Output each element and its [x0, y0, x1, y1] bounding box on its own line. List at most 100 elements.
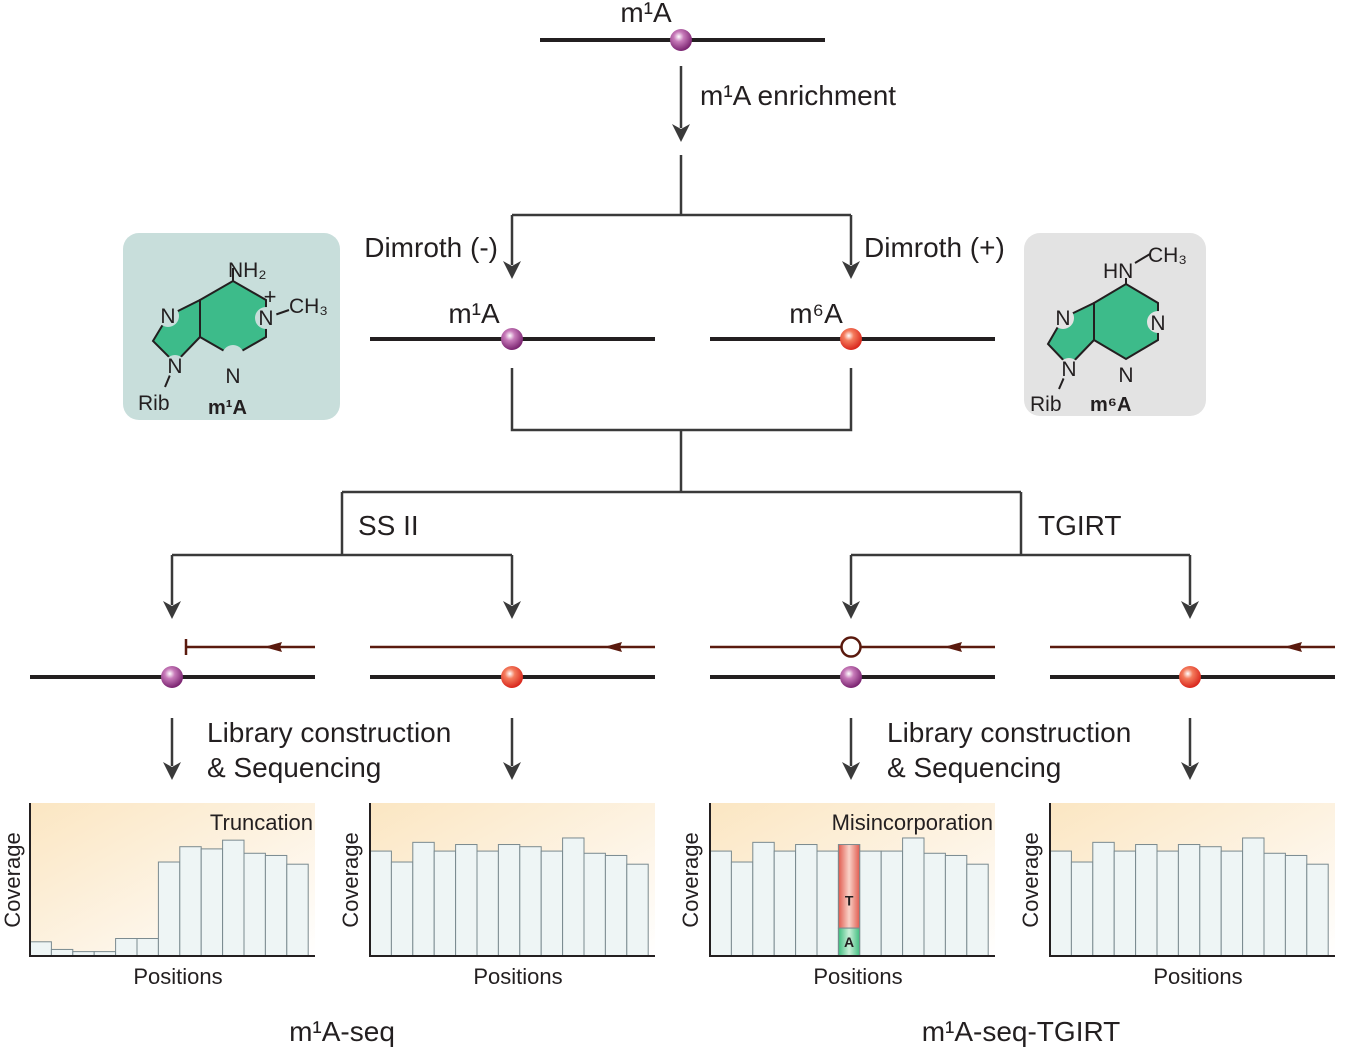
misincorporation-bar: TA [837, 844, 861, 957]
mis-top-letter: T [845, 892, 854, 908]
coverage-bar [1070, 861, 1094, 957]
m6a-n9: N [1061, 358, 1076, 381]
coverage-bar [816, 850, 839, 957]
library-label-right-1: Library construction [887, 717, 1131, 748]
m6a-ch3: CH₃ [1148, 244, 1187, 267]
cdna-truncated [184, 639, 315, 655]
chart-axes [369, 803, 655, 957]
coverage-bar [1199, 846, 1222, 957]
coverage-bar [1049, 850, 1072, 957]
coverage-chart-ssii-m6a [369, 803, 655, 957]
m1a-rib: Rib [138, 392, 170, 415]
coverage-bar [880, 850, 904, 957]
coverage-bar [923, 852, 946, 957]
chart-axes [709, 803, 995, 957]
chart3-ylabel: Coverage [678, 832, 703, 927]
cdna-full-2 [370, 642, 655, 652]
ssii-fork [170, 553, 514, 605]
coverage-bar [286, 863, 309, 957]
m6a-hn: HN [1103, 260, 1133, 283]
coverage-bar [752, 841, 775, 957]
chart4-ylabel: Coverage [1018, 832, 1043, 927]
coverage-chart-misincorporation: TA [709, 803, 995, 957]
coverage-bar [1220, 850, 1244, 957]
top-m1a-label: m¹A [620, 0, 672, 28]
top-m1a-dot [670, 29, 692, 51]
tgirt-fork [849, 553, 1192, 605]
m1a-structure: NH₂ N N + CH₃ N N Rib m¹A [123, 233, 340, 420]
chart1-ylabel: Coverage [0, 832, 25, 927]
coverage-chart-truncation [29, 803, 315, 957]
enrichment-label: m¹A enrichment [700, 80, 896, 111]
coverage-bar [412, 841, 435, 957]
template-m6a-dot-2 [501, 666, 523, 688]
enrichment-arrow [672, 66, 690, 142]
coverage-bar [795, 844, 818, 957]
middle-m6a-label: m⁶A [789, 298, 843, 329]
library-label-right-2: & Sequencing [887, 752, 1061, 783]
coverage-bar [1156, 850, 1179, 957]
middle-m1a-dot [501, 328, 523, 350]
coverage-bar [29, 941, 52, 957]
m6a-n7: N [1055, 307, 1070, 330]
ssii-right-arrowhead [503, 601, 521, 619]
coverage-bar [1113, 850, 1137, 957]
chart1-xlabel: Positions [133, 964, 222, 989]
coverage-bar [390, 861, 414, 957]
library-label-left-1: Library construction [207, 717, 451, 748]
m1a-n9: N [167, 355, 182, 378]
coverage-bar [157, 861, 181, 957]
misincorporation-note: Misincorporation [832, 810, 993, 835]
m6a-n3: N [1118, 364, 1133, 387]
m6a-name: m⁶A [1090, 394, 1131, 416]
coverage-bar [562, 837, 585, 957]
ssii-label: SS II [358, 510, 419, 541]
m1a-name: m¹A [208, 397, 247, 419]
merge-connector [340, 368, 1023, 555]
coverage-bar [1284, 854, 1308, 957]
coverage-bar [433, 850, 457, 957]
m1a-plus: + [264, 284, 277, 309]
m1a-ch3: CH₃ [289, 295, 328, 318]
coverage-bar [709, 850, 732, 957]
chart-axes [29, 803, 315, 957]
coverage-chart-tgirt-m6a [1049, 803, 1335, 957]
coverage-bar [136, 938, 159, 957]
dimroth-plus-label: Dimroth (+) [864, 232, 1005, 263]
coverage-bar [200, 848, 224, 957]
template-m6a-dot-4 [1179, 666, 1201, 688]
coverage-bar [626, 863, 649, 957]
coverage-bar [1306, 863, 1329, 957]
dimroth-right-arrowhead [842, 261, 860, 279]
coverage-bar [264, 854, 288, 957]
tgirt-right-arrowhead [1181, 601, 1199, 619]
m6a-structure: HN CH₃ N N N N Rib m⁶A [1024, 233, 1206, 416]
coverage-bar [604, 854, 628, 957]
coverage-bar [519, 846, 542, 957]
coverage-bar [497, 844, 521, 957]
coverage-bar [730, 861, 754, 957]
coverage-bar [1135, 844, 1158, 957]
cdna-full-4 [1050, 642, 1335, 652]
coverage-bar [115, 938, 138, 957]
m6a-n1: N [1150, 312, 1165, 335]
m1a-n3: N [225, 365, 240, 388]
template-m1a-dot-1 [161, 666, 183, 688]
middle-m6a-dot [840, 328, 862, 350]
coverage-bar [369, 850, 392, 957]
m1a-seq-tgirt-label: m¹A-seq-TGIRT [922, 1016, 1121, 1047]
m6a-rib: Rib [1030, 393, 1062, 416]
coverage-bar [1242, 837, 1265, 957]
chart3-xlabel: Positions [813, 964, 902, 989]
truncation-note: Truncation [210, 810, 313, 835]
coverage-bar [1263, 852, 1286, 957]
coverage-bar [583, 852, 606, 957]
dimroth-minus-label: Dimroth (-) [364, 232, 498, 263]
m1a-n1: N [258, 307, 273, 330]
coverage-bar [540, 850, 564, 957]
tgirt-left-arrowhead [842, 601, 860, 619]
coverage-bar [1092, 841, 1115, 957]
library-arrows [163, 718, 1199, 780]
tgirt-label: TGIRT [1038, 510, 1121, 541]
